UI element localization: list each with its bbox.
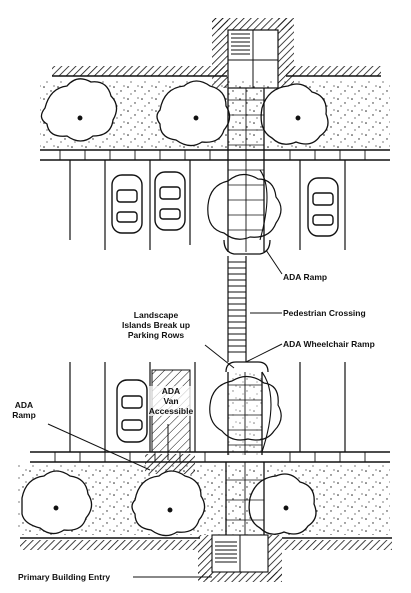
label-pedestrian-crossing: Pedestrian Crossing bbox=[283, 308, 366, 318]
top-trees bbox=[40, 78, 329, 147]
label-landscape-islands: Landscape Islands Break up Parking Rows bbox=[121, 310, 191, 340]
leader-lines bbox=[47, 249, 283, 578]
upper-cars bbox=[111, 171, 339, 237]
top-building-edge bbox=[52, 66, 381, 77]
upper-parking-stalls bbox=[69, 160, 346, 250]
car-upper-1 bbox=[111, 174, 143, 234]
label-ada-wheelchair-ramp: ADA Wheelchair Ramp bbox=[283, 339, 375, 349]
lower-landscape-strip bbox=[18, 462, 390, 537]
top-building-entry bbox=[212, 18, 294, 89]
bottom-building-entry bbox=[20, 534, 392, 582]
pedestrian-crossing bbox=[227, 256, 247, 362]
label-ada-ramp-left: ADA Ramp bbox=[12, 400, 36, 420]
central-walkway bbox=[223, 88, 271, 255]
label-primary-building-entry: Primary Building Entry bbox=[18, 572, 111, 582]
label-ada-ramp: ADA Ramp bbox=[283, 272, 328, 282]
label-ada-van-accessible: ADA Van Accessible bbox=[148, 386, 194, 416]
car-upper-2 bbox=[154, 171, 186, 231]
car-lower-1 bbox=[116, 379, 148, 443]
lower-parking-stalls bbox=[69, 362, 346, 452]
lower-island bbox=[209, 361, 282, 455]
car-upper-3 bbox=[307, 177, 339, 237]
top-island-tree bbox=[207, 173, 282, 240]
